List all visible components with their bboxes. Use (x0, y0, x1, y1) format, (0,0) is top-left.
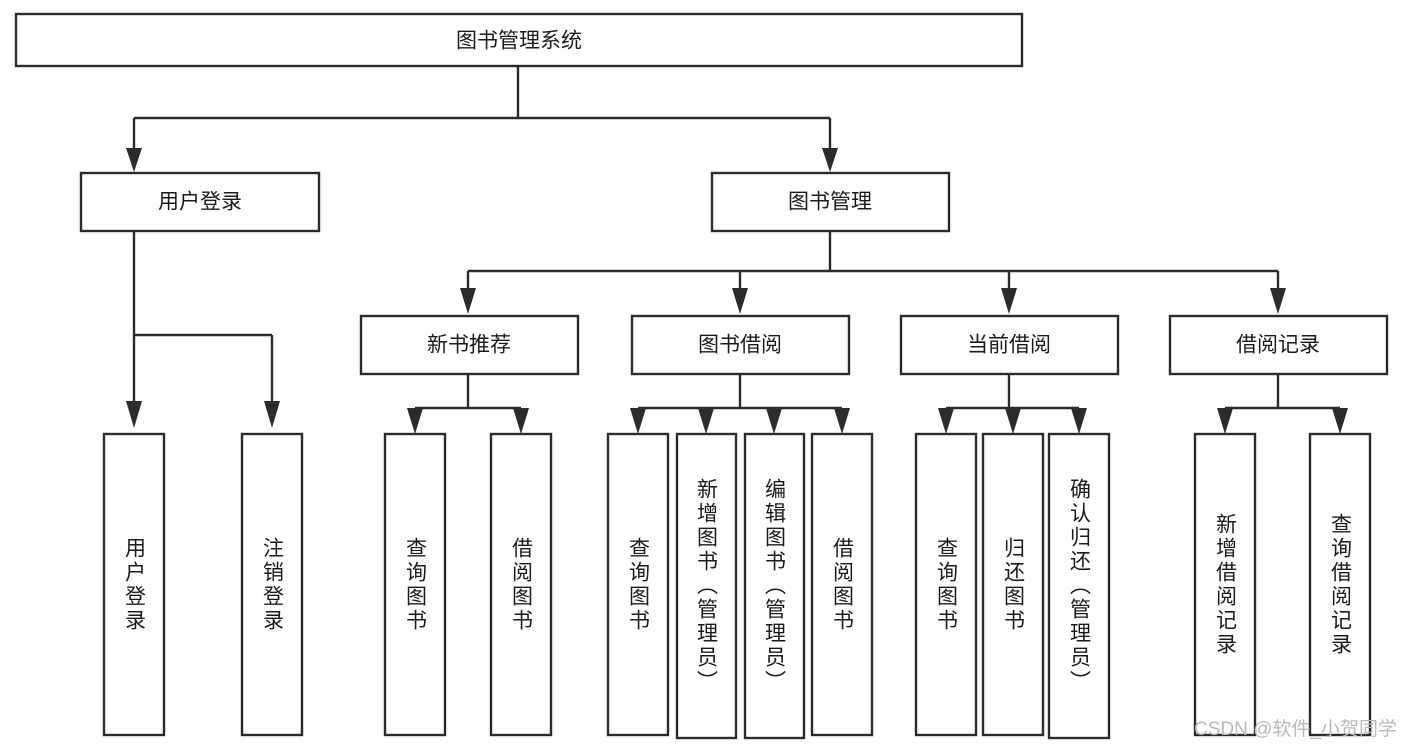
leaf-return-book-label: 归还图书 (1002, 537, 1026, 633)
leaf-add-record[interactable]: 新增借阅记录 (1193, 432, 1257, 737)
node-new-book-recommend[interactable]: 新书推荐 (359, 314, 580, 376)
leaf-query-book-1-box[interactable] (383, 432, 447, 737)
node-user-login-box[interactable] (79, 171, 321, 233)
leaf-query-book-1-label: 查询图书 (404, 537, 428, 633)
arrow-to-leaf-query-book-1 (407, 408, 423, 434)
node-user-login-label: 用户登录 (158, 191, 242, 214)
node-current-borrow[interactable]: 当前借阅 (899, 314, 1120, 376)
arrow-to-leaf-edit-book (766, 408, 782, 434)
node-user-login[interactable]: 用户登录 (79, 171, 321, 233)
leaf-return-book[interactable]: 归还图书 (981, 432, 1045, 737)
arrow-to-new-book-recommend (460, 288, 476, 314)
leaf-edit-book-label: 编辑图书（管理员） (763, 478, 787, 694)
arrow-to-leaf-query-book-2 (630, 408, 646, 434)
arrow-to-borrow-record (1270, 288, 1286, 314)
node-new-book-recommend-label: 新书推荐 (427, 334, 511, 357)
leaf-edit-book[interactable]: 编辑图书（管理员） (743, 432, 806, 740)
leaf-query-book-3[interactable]: 查询图书 (914, 432, 978, 737)
leaf-user-login-box[interactable] (102, 432, 166, 737)
leaf-confirm-return-box[interactable] (1047, 432, 1111, 740)
leaf-query-record-label: 查询借阅记录 (1329, 513, 1353, 657)
arrow-to-book-borrow (732, 288, 748, 314)
node-borrow-record-box[interactable] (1168, 314, 1389, 376)
node-book-borrow-label: 图书借阅 (698, 334, 782, 357)
leaf-add-record-box[interactable] (1193, 432, 1257, 737)
arrow-to-book-manage (822, 148, 838, 172)
node-book-manage[interactable]: 图书管理 (710, 171, 951, 233)
leaf-query-record[interactable]: 查询借阅记录 (1308, 432, 1372, 737)
node-borrow-record-label: 借阅记录 (1236, 334, 1320, 357)
leaf-user-login[interactable]: 用户登录 (102, 432, 166, 737)
arrow-to-leaf-user-logout (264, 401, 280, 428)
arrow-to-leaf-borrow-book-2 (834, 408, 850, 434)
leaf-borrow-book-1-box[interactable] (489, 432, 553, 737)
leaf-add-book-box[interactable] (675, 432, 738, 740)
arrow-to-leaf-query-book-3 (938, 408, 954, 434)
node-current-borrow-label: 当前借阅 (967, 334, 1051, 357)
leaf-query-book-1[interactable]: 查询图书 (383, 432, 447, 737)
leaf-query-book-2-label: 查询图书 (627, 537, 651, 633)
leaf-query-record-box[interactable] (1308, 432, 1372, 737)
leaf-add-record-label: 新增借阅记录 (1214, 513, 1238, 657)
arrow-to-leaf-query-record (1332, 408, 1348, 434)
node-book-manage-box[interactable] (710, 171, 951, 233)
node-root[interactable]: 图书管理系统 (14, 12, 1024, 68)
leaf-query-book-3-label: 查询图书 (935, 537, 959, 633)
leaf-user-logout-box[interactable] (240, 432, 304, 737)
leaf-user-logout[interactable]: 注销登录 (240, 432, 304, 737)
leaf-add-book[interactable]: 新增图书（管理员） (675, 432, 738, 740)
leaf-borrow-book-2-label: 借阅图书 (831, 537, 855, 633)
leaf-borrow-book-1-label: 借阅图书 (510, 537, 534, 633)
connector-layer (126, 66, 1348, 434)
leaf-return-book-box[interactable] (981, 432, 1045, 737)
arrow-to-leaf-add-record (1217, 408, 1233, 434)
leaf-borrow-book-2-box[interactable] (810, 432, 874, 737)
arrow-to-leaf-confirm-return (1071, 408, 1087, 434)
node-root-box[interactable] (14, 12, 1024, 68)
node-book-borrow-box[interactable] (630, 314, 851, 376)
node-new-book-recommend-box[interactable] (359, 314, 580, 376)
leaf-edit-book-box[interactable] (743, 432, 806, 740)
leaf-confirm-return-label: 确认归还（管理员） (1068, 478, 1092, 694)
node-book-manage-label: 图书管理 (788, 191, 872, 214)
leaf-query-book-2-box[interactable] (606, 432, 670, 737)
arrow-to-leaf-borrow-book-1 (513, 408, 529, 434)
arrow-to-user-login (126, 148, 142, 172)
leaf-borrow-book-2[interactable]: 借阅图书 (810, 432, 874, 737)
leaf-query-book-3-box[interactable] (914, 432, 978, 737)
leaf-add-book-label: 新增图书（管理员） (695, 478, 719, 694)
leaf-user-login-label: 用户登录 (123, 537, 147, 633)
arrow-to-leaf-add-book (698, 408, 714, 434)
leaf-query-book-2[interactable]: 查询图书 (606, 432, 670, 737)
node-book-borrow[interactable]: 图书借阅 (630, 314, 851, 376)
node-borrow-record[interactable]: 借阅记录 (1168, 314, 1389, 376)
leaf-borrow-book-1[interactable]: 借阅图书 (489, 432, 553, 737)
leaf-confirm-return[interactable]: 确认归还（管理员） (1047, 432, 1111, 740)
arrow-to-current-borrow (1001, 288, 1017, 314)
leaf-user-logout-label: 注销登录 (261, 537, 285, 633)
arrow-to-leaf-return-book (1005, 408, 1021, 434)
node-root-label: 图书管理系统 (456, 30, 582, 53)
arrow-to-leaf-user-login (126, 401, 142, 428)
node-current-borrow-box[interactable] (899, 314, 1120, 376)
